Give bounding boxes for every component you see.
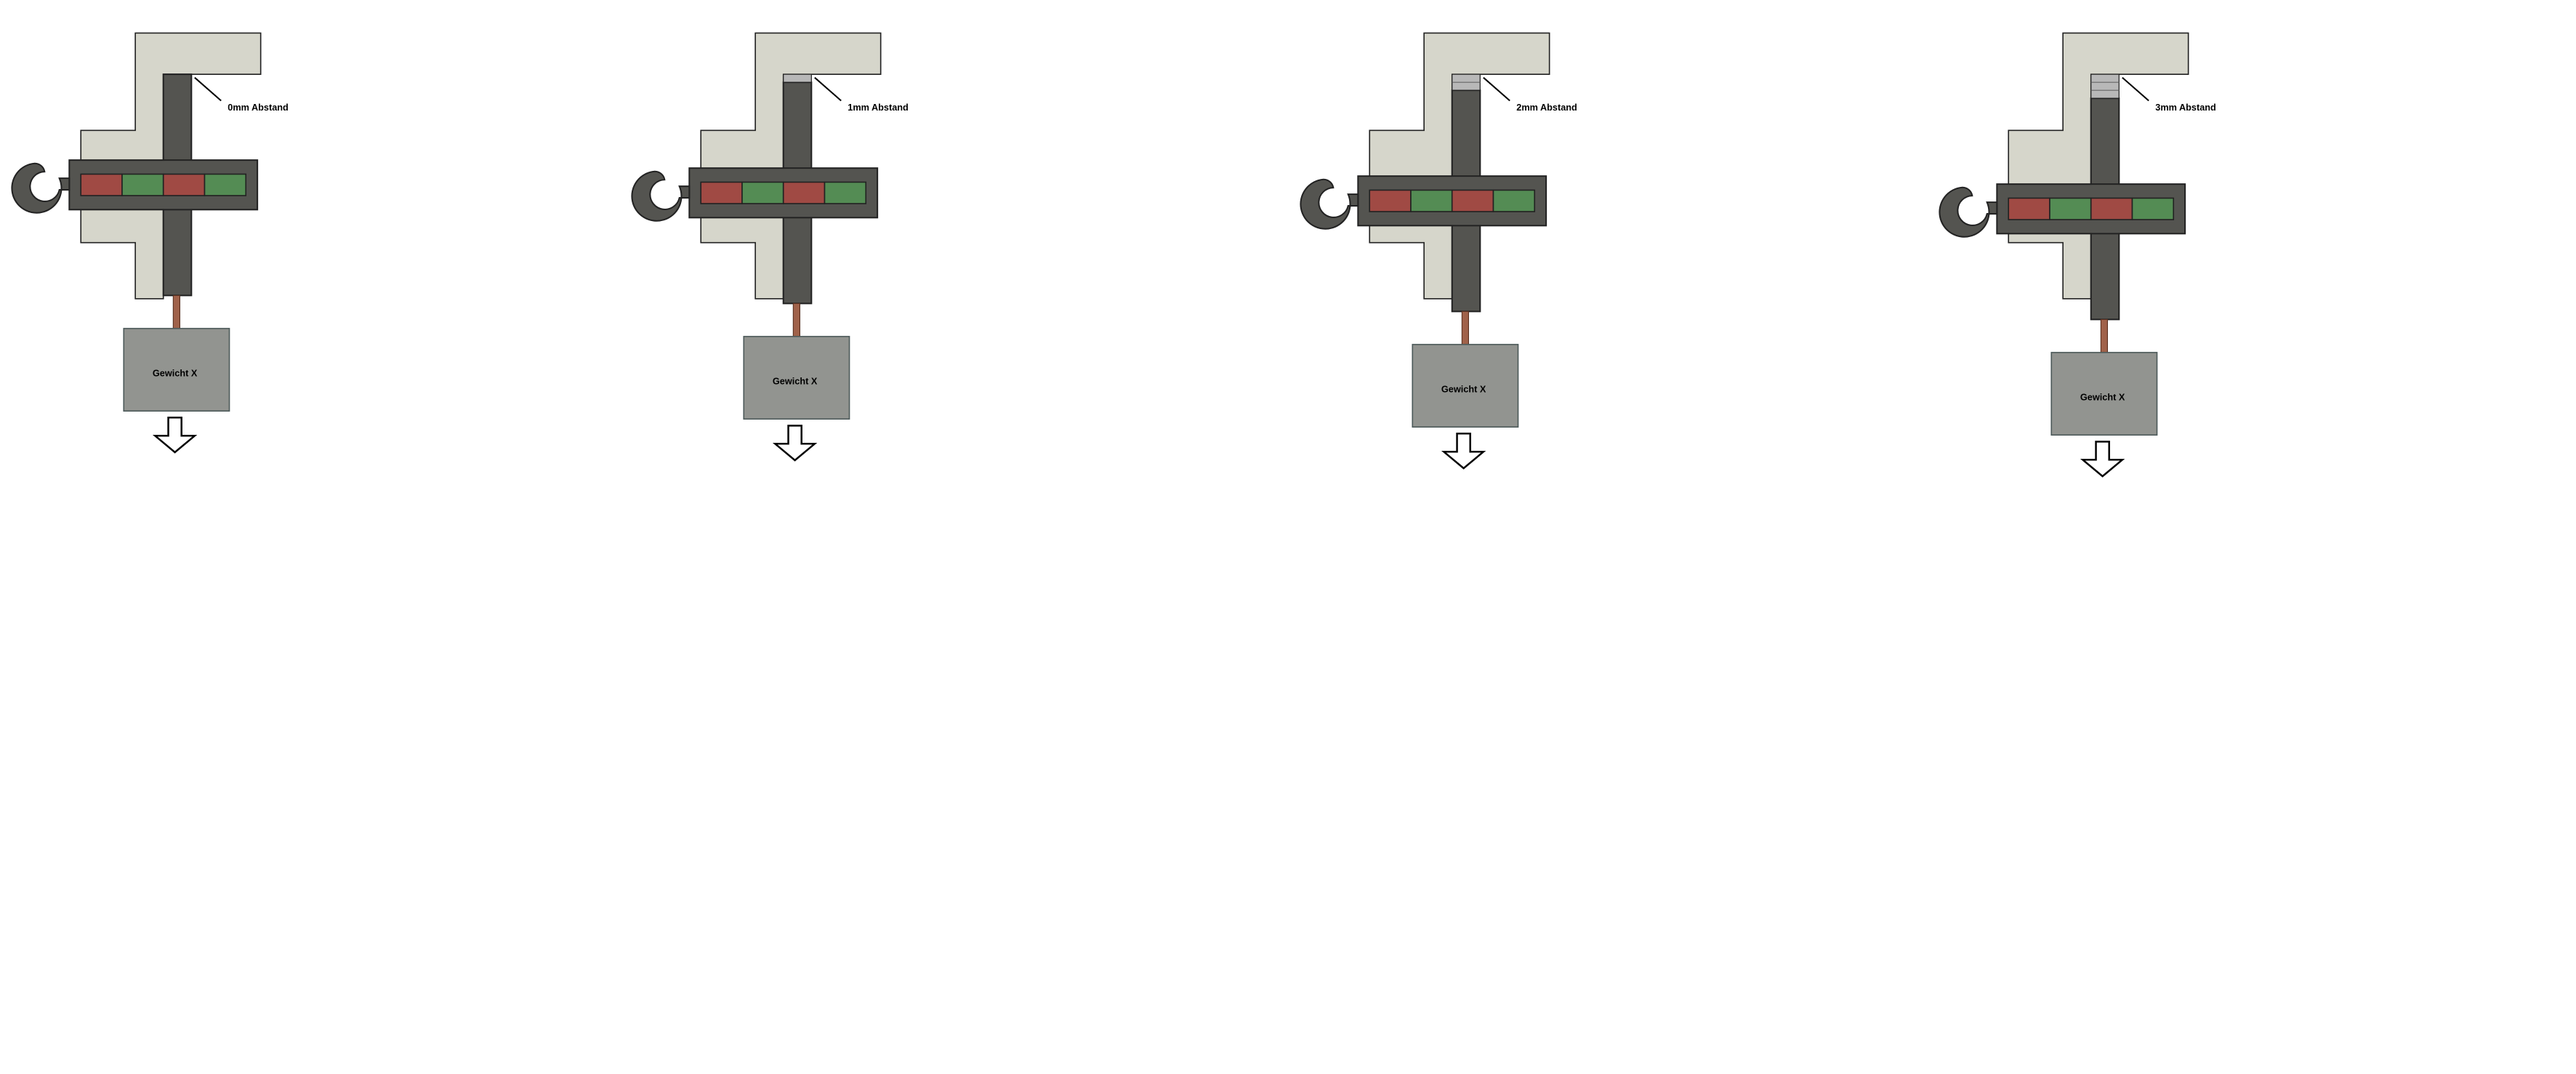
weight-label: Gewicht X (1441, 384, 1486, 395)
down-arrow-icon (2080, 441, 2125, 478)
magnet-red-1 (80, 173, 123, 196)
moving-assembly: Gewicht X (11, 73, 259, 454)
weight-block (2050, 351, 2158, 436)
leader-line (814, 76, 842, 102)
panel-0mm: Gewicht X 0mm Abstand (11, 32, 289, 454)
hook-icon (11, 162, 71, 214)
down-arrow-icon (152, 417, 198, 454)
magnet-red-1 (1369, 189, 1412, 212)
leader-line (2122, 76, 2149, 102)
magnet-green-1 (1410, 189, 1453, 212)
weight-block (123, 327, 230, 412)
magnet-green-1 (741, 181, 784, 204)
frame (80, 32, 262, 300)
gap-indicator (2090, 73, 2120, 99)
magnet-red-1 (2008, 197, 2050, 220)
moving-assembly: Gewicht X (631, 81, 879, 462)
magnet-green-2 (1492, 189, 1536, 212)
weight-block (1412, 343, 1519, 428)
leader-line (194, 76, 222, 102)
magnet-green-2 (2131, 197, 2175, 220)
magnet-red-1 (700, 181, 743, 204)
gap-label: 0mm Abstand (228, 102, 289, 113)
gap-label: 3mm Abstand (2155, 102, 2216, 113)
weight-label: Gewicht X (153, 368, 198, 379)
panel-3mm: Gewicht X 3mm Abstand (1939, 32, 2216, 478)
magnet-green-2 (204, 173, 247, 196)
panel-2mm: Gewicht X 2mm Abstand (1300, 32, 1577, 470)
down-arrow-icon (1441, 433, 1486, 470)
moving-assembly: Gewicht X (1939, 97, 2186, 478)
weight-label: Gewicht X (773, 376, 818, 387)
rod (172, 294, 180, 329)
rod (792, 302, 800, 337)
down-arrow-icon (772, 425, 818, 462)
magnet-green-1 (2049, 197, 2092, 220)
magnet-red-2 (1451, 189, 1494, 212)
gap-indicator (783, 73, 812, 83)
leader-line (1483, 76, 1510, 102)
weight-block (743, 335, 850, 420)
hook-icon (1939, 186, 1998, 238)
weight-label: Gewicht X (2080, 392, 2125, 403)
rod (2100, 318, 2108, 353)
hook-icon (631, 170, 691, 222)
panel-1mm: Gewicht X 1mm Abstand (631, 32, 909, 462)
magnet-red-2 (162, 173, 206, 196)
hook-icon (1300, 178, 1359, 230)
gap-label: 1mm Abstand (848, 102, 909, 113)
gap-label: 2mm Abstand (1516, 102, 1577, 113)
frame (1369, 32, 1550, 300)
magnet-green-1 (121, 173, 164, 196)
magnet-green-2 (824, 181, 867, 204)
moving-assembly: Gewicht X (1300, 89, 1547, 470)
magnet-red-2 (2090, 197, 2133, 220)
rod (1461, 310, 1469, 345)
frame (700, 32, 882, 300)
magnet-red-2 (782, 181, 826, 204)
